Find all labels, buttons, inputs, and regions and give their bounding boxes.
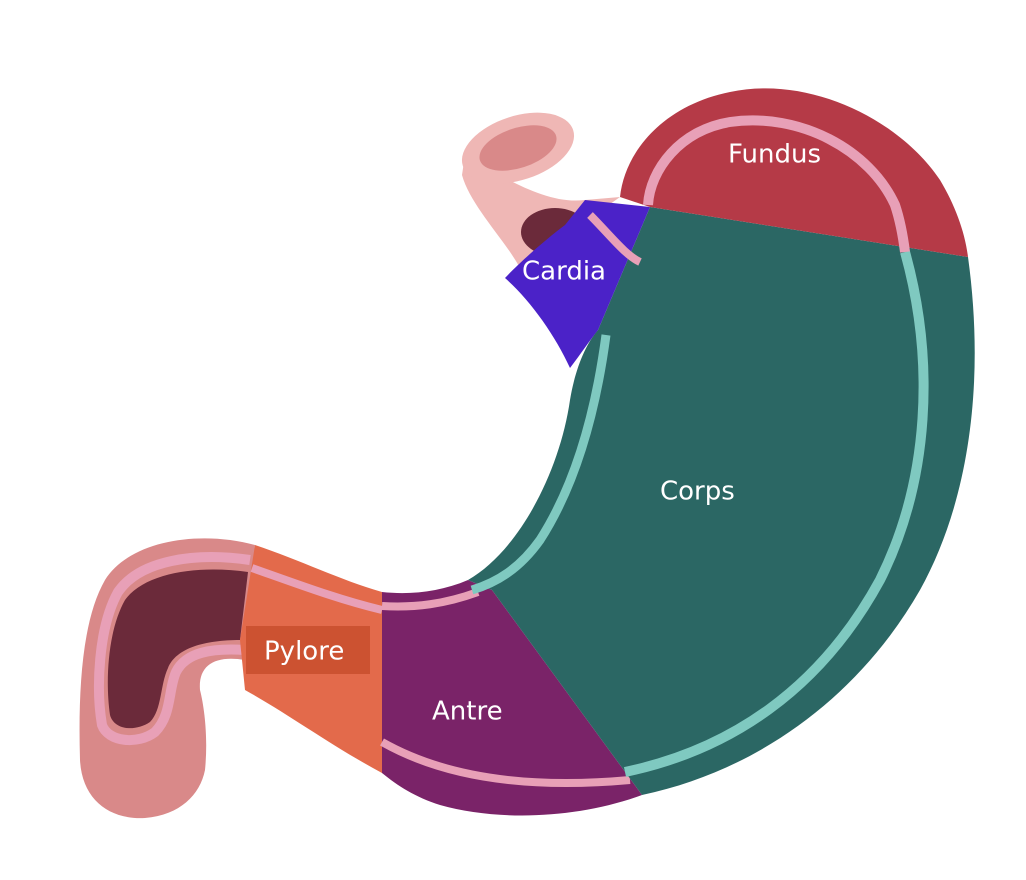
corps-inner-wall-line [470,334,611,595]
label-fundus: Fundus [728,140,821,170]
antre-region [382,580,642,816]
label-antre: Antre [432,697,503,727]
label-cardia-text: Cardia [522,257,606,287]
label-corps: Corps [646,468,758,516]
label-pylore-text: Pylore [264,637,344,667]
label-pylore: Pylore [246,626,370,674]
cardia-wall-line [587,212,642,266]
antre-wall-line [380,738,631,787]
label-fundus-text: Fundus [728,140,821,170]
corps-wall-line [623,250,929,777]
duodenum [79,538,255,819]
label-corps-background [646,468,758,516]
antre-upper-wall-line [381,588,480,611]
label-corps-text: Corps [660,477,735,507]
label-cardia: Cardia [522,257,606,287]
duodenum-lumen [107,569,248,729]
pylore-wall-line [250,564,383,614]
label-antre-text: Antre [432,697,503,727]
label-pylore-background [246,626,370,674]
duodenum-wall-line [94,552,251,746]
esophagus-lumen [479,125,557,171]
fundus-wall-line [643,115,910,253]
